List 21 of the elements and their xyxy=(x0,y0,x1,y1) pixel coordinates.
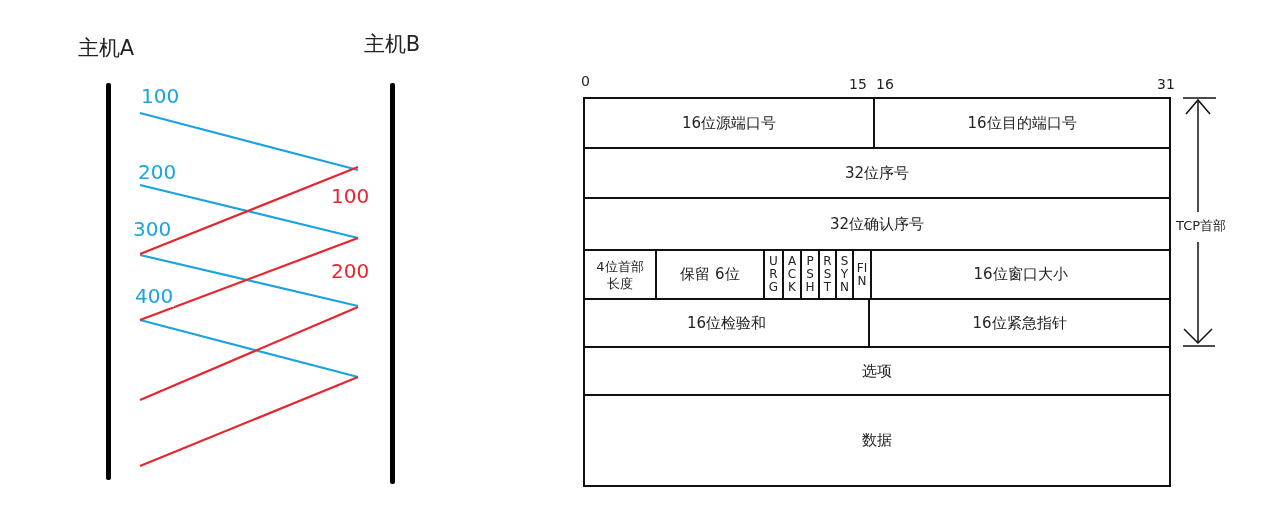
host-title: 主机B xyxy=(362,31,422,58)
message-line xyxy=(139,306,359,401)
bit-number: 15 xyxy=(849,76,867,92)
header-field-cell: 32位确认序号 xyxy=(583,197,1171,251)
header-field-cell: 16位目的端口号 xyxy=(873,97,1171,149)
header-field-cell: 选项 xyxy=(583,346,1171,396)
message-line xyxy=(139,111,359,172)
message-line xyxy=(139,183,359,240)
bit-number: 16 xyxy=(876,76,894,92)
message-line xyxy=(139,236,359,322)
bit-number: 0 xyxy=(581,73,590,89)
host-title: 主机A xyxy=(76,35,136,62)
bit-number: 31 xyxy=(1157,76,1175,92)
message-line xyxy=(139,165,359,256)
message-line xyxy=(139,318,359,379)
header-label: TCP首部 xyxy=(1176,218,1227,234)
header-field-cell: 数据 xyxy=(583,394,1171,487)
message-line xyxy=(139,253,359,308)
message-line xyxy=(139,376,359,467)
header-field-cell: 16位源端口号 xyxy=(583,97,875,149)
header-field-cell: 32位序号 xyxy=(583,147,1171,199)
